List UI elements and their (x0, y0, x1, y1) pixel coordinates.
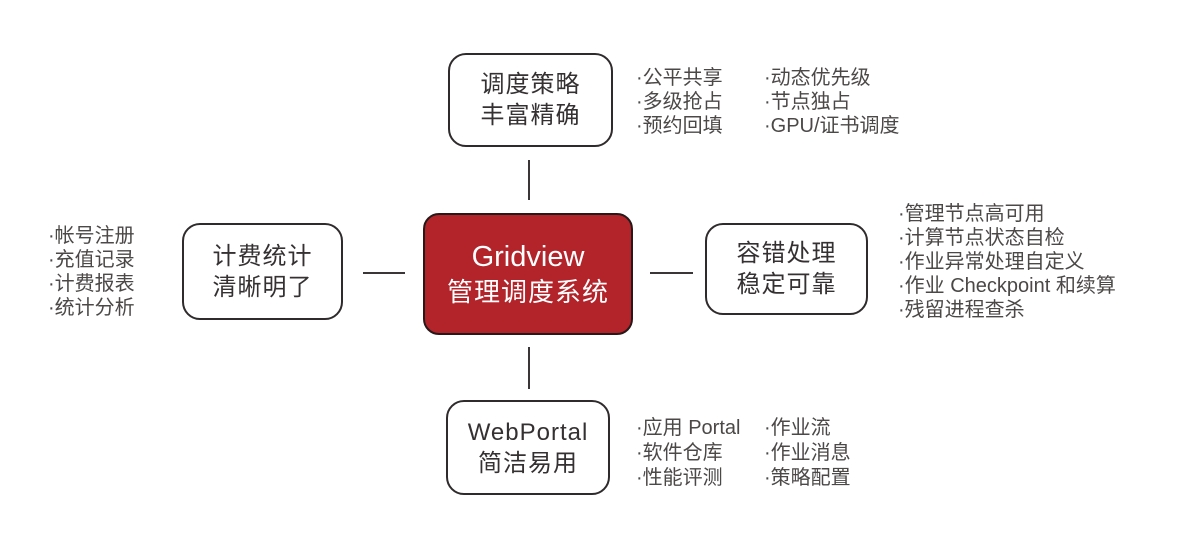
center-node-title-en: Gridview (471, 241, 585, 273)
scheduling-policy-title-line1: 调度策略 (480, 71, 581, 98)
list-item: ·动态优先级 (764, 67, 871, 89)
list-item: ·帐号注册 (48, 225, 135, 247)
list-item: ·充值记录 (48, 249, 135, 271)
list-item: ·GPU/证书调度 (764, 115, 900, 137)
gridview-center-node: Gridview 管理调度系统 (423, 213, 633, 335)
connector-top (528, 160, 530, 200)
webportal-title-line1: WebPortal (467, 418, 589, 446)
list-item: ·作业 Checkpoint 和续算 (898, 275, 1116, 297)
list-item: ·计费报表 (48, 273, 135, 295)
connector-right (650, 272, 693, 274)
list-item: ·预约回填 (636, 115, 723, 137)
connector-left (363, 272, 405, 274)
list-item: ·策略配置 (764, 467, 851, 489)
list-item: ·作业消息 (764, 442, 851, 464)
scheduling-features-list-col1: ·公平共享 ·多级抢占 ·预约回填 (636, 66, 723, 138)
list-item: ·公平共享 (636, 67, 723, 89)
list-item: ·残留进程查杀 (898, 299, 1025, 321)
list-item: ·多级抢占 (636, 91, 723, 113)
list-item: ·作业流 (764, 417, 831, 439)
list-item: ·应用 Portal (636, 417, 741, 439)
list-item: ·性能评测 (636, 467, 723, 489)
center-node-title-zh: 管理调度系统 (446, 277, 609, 307)
list-item: ·软件仓库 (636, 442, 723, 464)
webportal-node: WebPortal 简洁易用 (446, 400, 610, 495)
list-item: ·计算节点状态自检 (898, 227, 1065, 249)
fault-tolerance-title-line1: 容错处理 (736, 240, 837, 267)
billing-features-list: ·帐号注册 ·充值记录 ·计费报表 ·统计分析 (48, 224, 135, 320)
scheduling-features-list-col2: ·动态优先级 ·节点独占 ·GPU/证书调度 (764, 66, 900, 138)
fault-tolerance-node: 容错处理 稳定可靠 (705, 223, 868, 315)
billing-stats-node: 计费统计 清晰明了 (182, 223, 343, 320)
connector-bottom (528, 347, 530, 389)
scheduling-policy-title-line2: 丰富精确 (480, 102, 581, 129)
list-item: ·作业异常处理自定义 (898, 251, 1085, 273)
fault-tolerance-title-line2: 稳定可靠 (736, 271, 837, 298)
webportal-features-list-col2: ·作业流 ·作业消息 ·策略配置 (764, 416, 851, 491)
webportal-title-line2: 简洁易用 (478, 449, 578, 477)
list-item: ·管理节点高可用 (898, 203, 1045, 225)
list-item: ·节点独占 (764, 91, 851, 113)
billing-stats-title-line2: 清晰明了 (212, 273, 313, 301)
fault-tolerance-features-list: ·管理节点高可用 ·计算节点状态自检 ·作业异常处理自定义 ·作业 Checkp… (898, 202, 1116, 322)
list-item: ·统计分析 (48, 297, 135, 319)
scheduling-policy-node: 调度策略 丰富精确 (448, 53, 613, 147)
webportal-features-list-col1: ·应用 Portal ·软件仓库 ·性能评测 (636, 416, 740, 491)
billing-stats-title-line1: 计费统计 (212, 242, 313, 270)
